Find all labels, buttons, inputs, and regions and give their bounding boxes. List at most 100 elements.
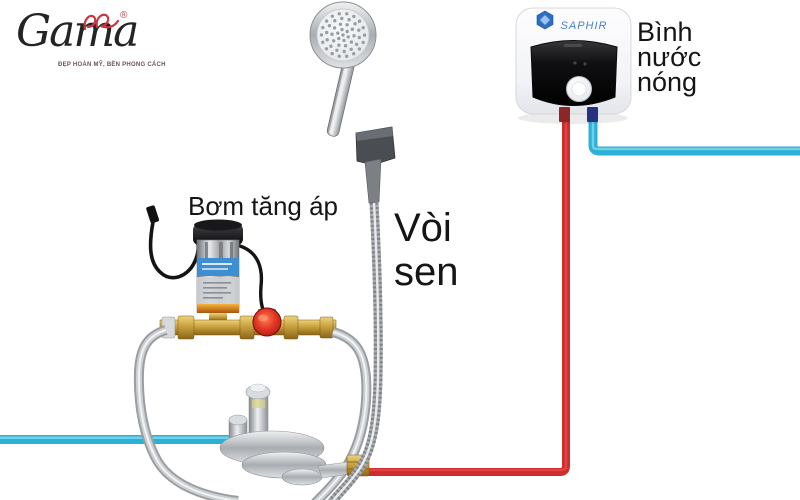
nozzle-dot [335,48,339,52]
shower-label-line2: sen [394,250,459,294]
shower-head [309,1,377,69]
nozzle-dot [345,29,349,34]
nozzle-dot [342,49,346,54]
cold-pipe-left-highlight [0,436,244,439]
nozzle-dot [352,34,356,38]
logo-tagline: ĐẸP HOÀN MỸ, BỀN PHONG CÁCH [58,62,166,68]
nozzle-dot [325,38,329,42]
shower-label-line1: Vòi [394,206,452,250]
nozzle-dot [321,40,325,44]
nozzle-dot [325,30,329,35]
nozzle-dot [352,52,356,56]
pump-amber-ring [197,304,239,313]
logo-ornament-icon [83,13,120,31]
heater-badge-icon [536,10,554,30]
heater-cold-inlet-stub [587,107,598,122]
nozzle-dot [330,14,334,18]
cold-pipe-right-highlight [591,118,800,151]
nozzle-dot [330,51,334,56]
heater-label-line2: nước [637,42,702,72]
left-supply-hose [133,325,239,500]
nozzle-dot [345,23,349,27]
nozzle-dot [340,16,344,21]
pressure-sensor [252,307,282,337]
panel-indicator-dots [573,61,587,66]
nozzle-dot [337,12,341,16]
heater-shadow [518,112,628,124]
brass-manifold [159,308,337,340]
booster-pump-assembly [146,205,337,340]
cold-water-pipe-right [588,116,800,156]
pump-label-band [197,258,239,276]
nozzle-dot [347,18,351,22]
cold-water-pipe-left [0,435,244,444]
cold-pipe-left-line [0,435,244,444]
nozzle-dot [345,54,349,58]
nozzle-dot [362,33,367,37]
cold-pipe-right-line [588,116,800,156]
nozzle-dot [337,36,341,41]
water-heater: SAPHIR [515,7,632,124]
nozzle-dot [338,22,343,26]
shower-mixer [219,383,370,486]
heater-hot-outlet-stub [559,107,570,122]
hose-connector [364,158,382,204]
nozzle-dot [324,19,329,23]
nozzle-dot [324,47,329,51]
nozzle-dot [333,19,337,23]
hot-water-pipe-line [350,118,570,476]
nozzle-dot [353,22,357,26]
nozzle-dot [329,44,333,48]
pump-sensor-cable [238,244,268,317]
nozzle-dot [321,25,325,30]
heater-label-line1: Bình [637,17,693,47]
nozzle-dot [352,14,356,19]
hot-water-pipe [350,118,570,476]
nozzle-dot [342,38,346,43]
pump-body [196,239,240,321]
nozzle-dot [345,12,349,16]
registered-mark: ® [120,10,128,21]
hand-shower [309,1,396,204]
nozzle-dot [361,40,365,45]
panel-vent-slot [564,44,582,47]
logo-brand-text: Gama [16,6,139,57]
nozzle-dot [337,54,341,58]
nozzle-dot [337,43,341,47]
nozzle-dot [350,27,354,31]
nozzle-dot [343,44,348,48]
nozzle-dot [357,35,361,40]
nozzle-dot [327,24,332,28]
pump-label: Bơm tăng áp [188,191,339,221]
heater-label-line3: nóng [637,67,698,97]
right-supply-hose [311,327,372,500]
nozzle-dot [332,39,336,43]
nozzle-dot [341,33,345,37]
shower-hose [327,202,383,500]
heater-control-panel [530,40,618,106]
nozzle-dot [361,26,365,30]
nozzle-dot [357,47,362,51]
wall-bracket [355,126,396,204]
shower-handle [326,57,356,137]
heater-power-knob-inner [571,81,587,97]
mixer-brass-accent [252,400,265,408]
nozzle-dot [336,31,340,35]
nozzle-dot [346,35,350,39]
nozzle-dot [319,33,324,37]
logo: Gama ® ĐẸP HOÀN MỸ, BỀN PHONG CÁCH [16,4,166,90]
nozzle-dot [330,32,334,36]
nozzle-dot [349,40,354,44]
nozzle-dot [349,47,353,51]
heater-brand-text: SAPHIR [561,20,608,32]
nozzle-dot [332,26,337,30]
shower-label: Vòi sen [394,206,459,294]
nozzle-dot [357,28,361,32]
hot-water-pipe-highlight [352,120,568,472]
nozzle-dot [354,42,359,46]
shower-nozzle-dots [319,12,367,58]
heater-label: Bình nước nóng [637,17,702,97]
nozzle-dot [340,27,344,32]
